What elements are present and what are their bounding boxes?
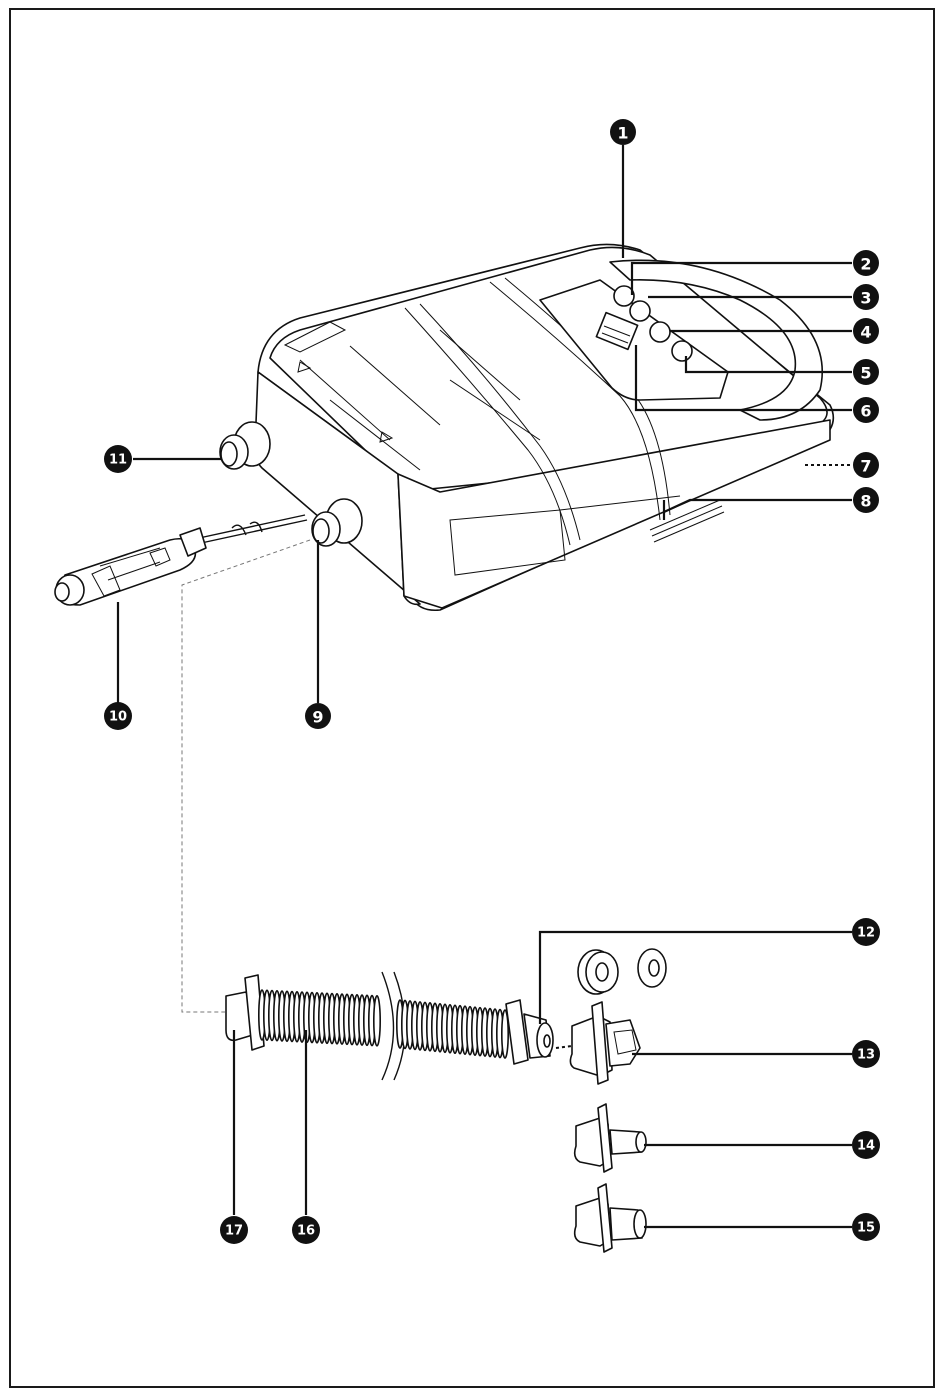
valve-adapter-icon-14 [575,1104,646,1172]
callout-8: 8 [853,487,879,513]
callout-6-label: 6 [860,402,871,421]
callout-2-label: 2 [860,255,871,274]
callout-5-label: 5 [860,364,871,383]
callout-10-label: 10 [109,710,127,725]
callout-3: 3 [853,284,879,310]
callout-16: 16 [292,1216,320,1244]
valve-adapter-icon-13 [556,1002,640,1084]
callout-17: 17 [220,1216,248,1244]
callout-1: 1 [610,119,636,145]
callout-9-label: 9 [312,708,323,727]
spiral-hose-icon [226,972,553,1080]
valve-adapter-icon-15 [575,1184,646,1252]
port-11 [220,422,270,469]
washer-ring-icon [578,949,666,994]
callout-16-label: 16 [297,1224,315,1239]
callout-17-label: 17 [225,1224,243,1239]
callout-8-label: 8 [860,492,871,511]
callout-3-label: 3 [860,289,871,308]
callout-13: 13 [852,1040,880,1068]
callout-14: 14 [852,1131,880,1159]
callout-9: 9 [305,703,331,729]
cigarette-lighter-plug-icon [55,515,307,605]
callout-6: 6 [853,397,879,423]
callout-12-label: 12 [857,926,875,941]
hose-coil [374,996,380,1046]
callout-7-label: 7 [860,457,871,476]
callout-1-label: 1 [617,124,628,143]
callout-10: 10 [104,702,132,730]
callout-13-label: 13 [857,1048,875,1063]
callout-12: 12 [852,918,880,946]
callout-5: 5 [853,359,879,385]
air-pump-icon [220,244,833,610]
callout-14-label: 14 [857,1139,875,1154]
callout-15: 15 [852,1213,880,1241]
callout-15-label: 15 [857,1221,875,1236]
callout-2: 2 [853,250,879,276]
callout-7: 7 [853,452,879,478]
callout-4-label: 4 [860,323,871,342]
callout-11: 11 [104,445,132,473]
callout-4: 4 [853,318,879,344]
callout-11-label: 11 [109,453,127,468]
